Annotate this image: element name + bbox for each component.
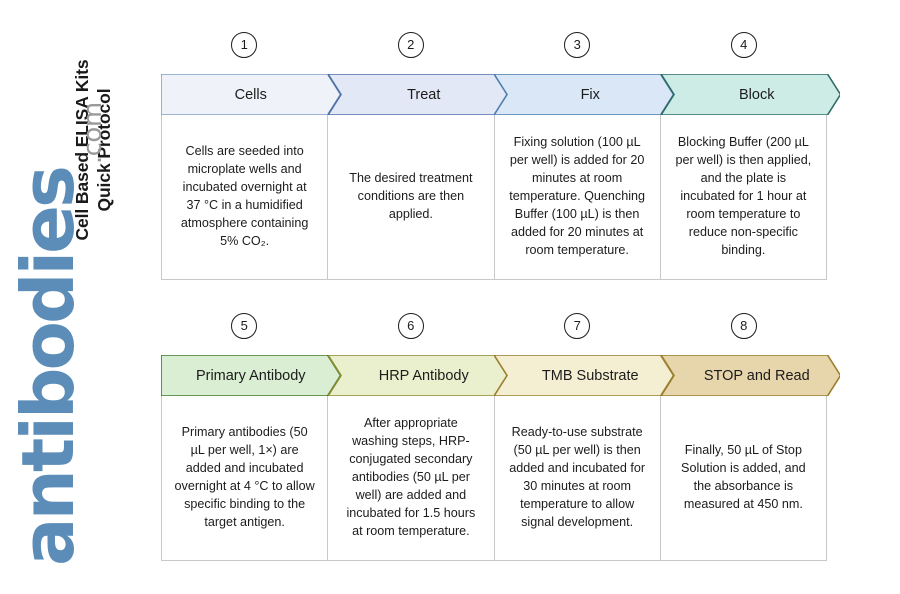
step-description-cell-7: Ready-to-use substrate (50 µL per well) …	[495, 396, 661, 560]
step-number-badge-7: 7	[564, 313, 591, 339]
step-number-badge-1: 1	[231, 32, 258, 58]
brand-watermark-tld: .com	[78, 102, 108, 165]
protocol-row-2: 5 6 7 8 Primary Antibody HRP Antibody TMB Sub…	[161, 311, 841, 561]
step-chevron-label-7: TMB Substrate	[541, 367, 639, 384]
step-header-band-1: Cells Treat Fix Block	[161, 74, 841, 115]
step-description-text-3: Fixing solution (100 µL per well) is add…	[509, 135, 646, 257]
step-description-cell-8: Finally, 50 µL of Stop Solution is added…	[661, 396, 826, 560]
step-description-cell-1: Cells are seeded into microplate wells a…	[162, 115, 329, 279]
step-chevron-label-2: Treat	[407, 86, 441, 103]
brand-watermark: antibodies .com	[6, 102, 112, 566]
step-description-cell-5: Primary antibodies (50 µL per well, 1×) …	[162, 396, 329, 560]
step-number-badge-6: 6	[397, 313, 424, 339]
step-chevron-label-3: Fix	[580, 86, 600, 103]
step-description-cell-2: The desired treatment conditions are the…	[328, 115, 495, 279]
step-header-band-2: Primary Antibody HRP Antibody TMB Substrat…	[161, 355, 841, 396]
step-chevron-label-6: HRP Antibody	[378, 367, 469, 384]
step-description-text-2: The desired treatment conditions are the…	[349, 171, 473, 221]
step-chevron-shape-8	[660, 355, 840, 396]
step-chevron-1[interactable]: Cells	[161, 74, 341, 115]
step-chevron-label-8: STOP and Read	[703, 367, 810, 384]
step-chevron-label-4: Block	[739, 86, 775, 103]
step-chevron-label-5: Primary Antibody	[195, 367, 306, 384]
step-chevron-shape-2	[327, 74, 507, 115]
step-description-text-8: Finally, 50 µL of Stop Solution is added…	[681, 443, 806, 511]
step-description-text-1: Cells are seeded into microplate wells a…	[180, 144, 309, 248]
step-description-text-7: Ready-to-use substrate (50 µL per well) …	[509, 425, 646, 529]
step-description-cell-6: After appropriate washing steps, HRP-con…	[328, 396, 495, 560]
step-chevron-6[interactable]: HRP Antibody	[327, 355, 507, 396]
step-chevron-label-1: Cells	[234, 86, 267, 103]
step-number-badge-2: 2	[397, 32, 424, 58]
step-description-text-6: After appropriate washing steps, HRP-con…	[346, 416, 476, 538]
step-description-text-4: Blocking Buffer (200 µL per well) is the…	[675, 135, 812, 257]
step-description-text-5: Primary antibodies (50 µL per well, 1×) …	[174, 425, 315, 529]
step-chevron-shape-7	[494, 355, 674, 396]
step-chevron-2[interactable]: Treat	[327, 74, 507, 115]
protocol-row-1: 1 2 3 4 Cells Treat Fix Block Cells are seeded…	[161, 30, 841, 280]
step-body-band-2: Primary antibodies (50 µL per well, 1×) …	[161, 396, 827, 561]
step-description-cell-3: Fixing solution (100 µL per well) is add…	[495, 115, 661, 279]
step-chevron-shape-6	[327, 355, 507, 396]
step-chevron-4[interactable]: Block	[660, 74, 840, 115]
step-number-badge-4: 4	[730, 32, 757, 58]
step-number-badge-5: 5	[231, 313, 258, 339]
step-chevron-7[interactable]: TMB Substrate	[494, 355, 674, 396]
step-number-badge-8: 8	[730, 313, 757, 339]
step-chevron-3[interactable]: Fix	[494, 74, 674, 115]
step-badge-strip-1: 1 2 3 4	[161, 30, 827, 74]
step-chevron-shape-4	[660, 74, 840, 115]
step-description-cell-4: Blocking Buffer (200 µL per well) is the…	[661, 115, 826, 279]
step-chevron-8[interactable]: STOP and Read	[660, 355, 840, 396]
step-chevron-5[interactable]: Primary Antibody	[161, 355, 341, 396]
step-badge-strip-2: 5 6 7 8	[161, 311, 827, 355]
step-chevron-shape-3	[494, 74, 674, 115]
step-body-band-1: Cells are seeded into microplate wells a…	[161, 115, 827, 280]
brand-watermark-name: antibodies	[6, 168, 90, 566]
step-number-badge-3: 3	[564, 32, 591, 58]
